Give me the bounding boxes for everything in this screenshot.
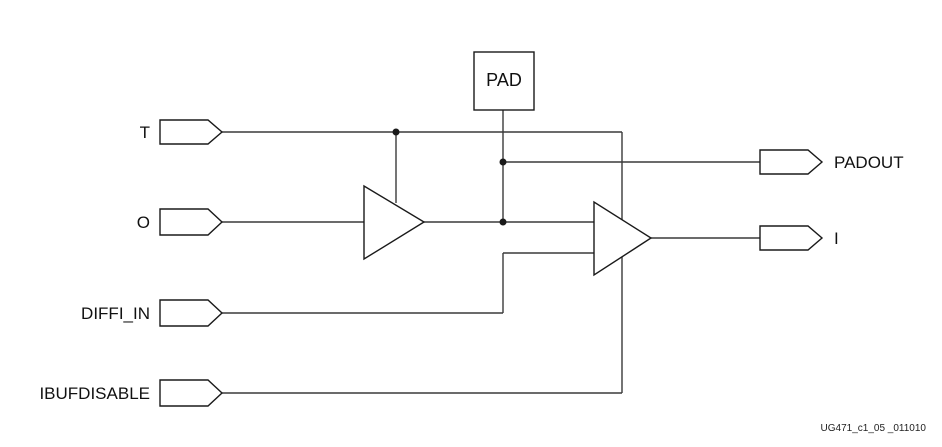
label-diffi-in: DIFFI_IN	[81, 304, 150, 323]
label-ibufdisable: IBUFDISABLE	[39, 384, 150, 403]
pad-box	[473, 51, 535, 111]
junction-padout	[499, 158, 507, 166]
input-receiver-buffer	[593, 200, 653, 277]
port-padout	[759, 149, 824, 175]
label-t: T	[140, 123, 150, 142]
port-ibufdisable	[159, 379, 224, 407]
port-o	[159, 208, 224, 236]
port-i	[759, 225, 824, 251]
output-driver-buffer	[363, 184, 426, 261]
pad-label: PAD	[486, 70, 522, 90]
label-padout: PADOUT	[834, 153, 904, 172]
junction-t	[392, 128, 400, 136]
label-i: I	[834, 229, 839, 248]
label-o: O	[137, 213, 150, 232]
port-t	[159, 119, 224, 145]
port-diffi-in	[159, 299, 224, 327]
figure-id: UG471_c1_05 _011010	[821, 423, 927, 434]
junction-pad	[499, 218, 507, 226]
